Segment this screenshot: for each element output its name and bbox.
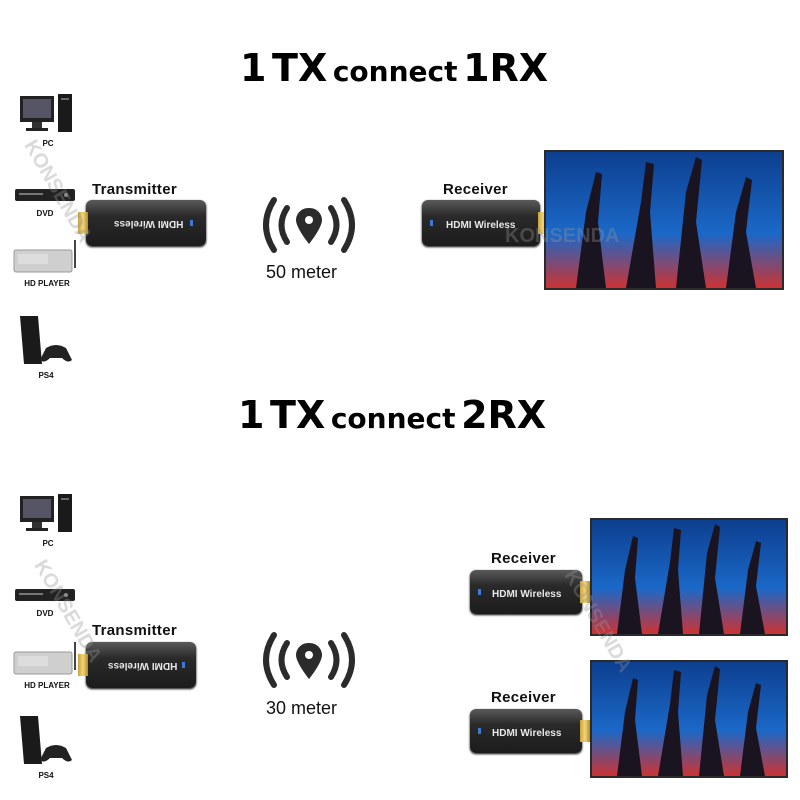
pc-source: PC	[18, 492, 78, 548]
section2-title: 1 TX connect 2RX	[238, 393, 547, 437]
distance-label: 30 meter	[266, 698, 338, 718]
dvd-label: DVD	[36, 209, 54, 218]
led-indicator	[430, 220, 433, 226]
receiver-device: HDMI Wireless	[422, 200, 548, 246]
tv-display	[544, 150, 784, 290]
hdmi-plug	[580, 720, 590, 742]
dvd-source: DVD	[14, 186, 76, 218]
receiver-device-1: HDMI Wireless	[470, 570, 590, 614]
pc-label: PC	[42, 539, 54, 548]
device-text: HDMI Wireless	[492, 589, 562, 600]
hdmi-plug	[78, 654, 88, 676]
hdmi-plug	[538, 212, 548, 234]
pc-icon	[20, 494, 72, 532]
concert-image	[546, 152, 782, 288]
led-indicator	[190, 220, 193, 226]
led-indicator	[182, 662, 185, 668]
hd-player-icon	[13, 240, 76, 273]
ps4-source: PS4	[16, 314, 76, 380]
transmitter-device: HDMI Wireless	[78, 200, 206, 246]
transmitter-label: Transmitter	[92, 622, 177, 639]
hd-player-label: HD PLAYER	[24, 279, 70, 288]
receiver-label: Receiver	[443, 181, 508, 198]
hd-player-icon	[13, 642, 76, 675]
wireless-signal-icon	[263, 632, 355, 688]
dvd-icon	[15, 189, 75, 201]
wireless-signal-icon	[263, 197, 355, 253]
ps4-icon	[20, 316, 72, 364]
led-indicator	[478, 589, 481, 595]
receiver-device-2: HDMI Wireless	[470, 709, 590, 753]
hd-player-label: HD PLAYER	[24, 681, 70, 690]
ps4-label: PS4	[38, 771, 54, 780]
hdmi-plug	[78, 212, 88, 234]
ps4-icon	[20, 716, 72, 764]
hd-player-source: HD PLAYER	[12, 642, 82, 690]
pc-source: PC	[18, 92, 78, 148]
tv-display-2	[590, 660, 788, 778]
transmitter-device: HDMI Wireless	[78, 642, 196, 688]
dvd-label: DVD	[36, 609, 54, 618]
device-text: HDMI Wireless	[114, 218, 184, 229]
led-indicator	[478, 728, 481, 734]
receiver-label: Receiver	[491, 689, 556, 706]
pc-label: PC	[42, 139, 54, 148]
section1-title: 1 TX connect 1RX	[240, 46, 549, 90]
concert-image	[592, 520, 786, 634]
dvd-source: DVD	[14, 586, 76, 618]
device-text: HDMI Wireless	[446, 220, 516, 231]
hdmi-plug	[580, 581, 590, 603]
distance-label: 50 meter	[266, 262, 338, 282]
device-text: HDMI Wireless	[492, 728, 562, 739]
device-text: HDMI Wireless	[108, 660, 178, 671]
receiver-label: Receiver	[491, 550, 556, 567]
tv-display-1	[590, 518, 788, 636]
ps4-source: PS4	[16, 714, 76, 780]
hd-player-source: HD PLAYER	[12, 240, 82, 288]
transmitter-label: Transmitter	[92, 181, 177, 198]
pc-icon	[20, 94, 72, 132]
concert-image	[592, 662, 786, 776]
ps4-label: PS4	[38, 371, 54, 380]
dvd-icon	[15, 589, 75, 601]
